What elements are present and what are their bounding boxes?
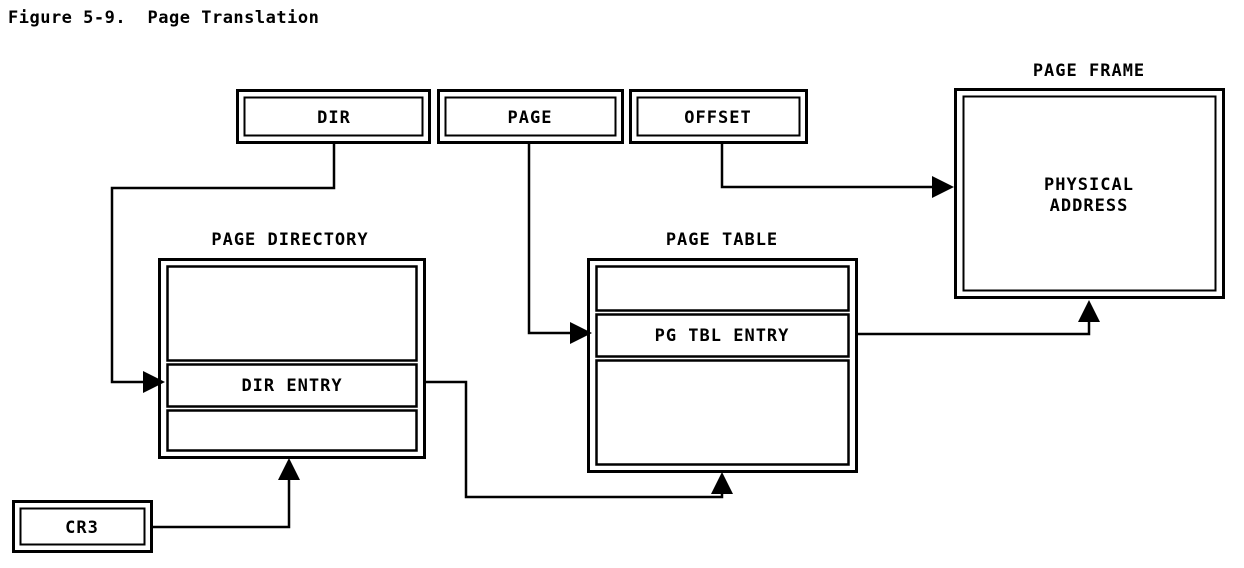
cr3-register-label: CR3 (65, 518, 99, 538)
linear-address-field-dir-label: DIR (317, 108, 351, 128)
page-directory-group: PAGE DIRECTORY DIR ENTRY (158, 230, 426, 459)
connector-dir-to-page-directory (110, 142, 336, 393)
connector-pg-tbl-entry-to-page-frame (856, 300, 1100, 336)
arrow-head-right-page-frame (932, 176, 954, 198)
connector-cr3-to-page-directory (151, 458, 300, 529)
cr3-register-box[interactable]: CR3 (12, 500, 153, 553)
figure-title: Figure 5-9. Page Translation (8, 8, 320, 28)
page-frame-inner-frame[interactable] (962, 95, 1217, 292)
arrow-head-up-page-frame (1078, 300, 1100, 322)
connector-dir-entry-to-page-table (424, 380, 733, 499)
linear-address-field-offset-label: OFFSET (684, 108, 751, 128)
page-directory-cell-2[interactable] (166, 409, 418, 452)
linear-address-field-offset[interactable]: OFFSET (629, 89, 808, 144)
page-table-cell-2[interactable] (595, 359, 850, 466)
connector-offset-to-page-frame (720, 142, 954, 198)
page-directory-cell-dir-entry[interactable]: DIR ENTRY (166, 363, 418, 408)
arrow-head-up-page-table (711, 472, 733, 494)
arrow-head-right-page-table (570, 322, 592, 344)
page-directory-caption: PAGE DIRECTORY (211, 230, 368, 250)
connector-page-to-page-table (527, 142, 592, 344)
arrow-head-right-page-directory (143, 371, 165, 393)
linear-address-row: DIR PAGE OFFSET (236, 89, 808, 144)
linear-address-field-page[interactable]: PAGE (437, 89, 624, 144)
page-table-group: PAGE TABLE PG TBL ENTRY (587, 230, 858, 473)
page-table-cell-pg-tbl-entry-label: PG TBL ENTRY (655, 326, 790, 346)
page-directory-cell-dir-entry-label: DIR ENTRY (241, 376, 342, 396)
page-table-caption: PAGE TABLE (666, 230, 778, 250)
page-frame-content-line2: ADDRESS (1050, 196, 1129, 216)
page-frame-group: PAGE FRAME PHYSICAL ADDRESS (954, 61, 1225, 299)
page-directory-cell-0[interactable] (166, 265, 418, 362)
arrow-head-up-page-directory (278, 458, 300, 480)
page-table-cell-0[interactable] (595, 265, 850, 312)
linear-address-field-page-label: PAGE (508, 108, 553, 128)
page-table-cell-pg-tbl-entry[interactable]: PG TBL ENTRY (595, 313, 850, 358)
page-frame-content-line1: PHYSICAL (1044, 175, 1134, 195)
page-frame-caption: PAGE FRAME (1033, 61, 1145, 81)
linear-address-field-dir[interactable]: DIR (236, 89, 431, 144)
